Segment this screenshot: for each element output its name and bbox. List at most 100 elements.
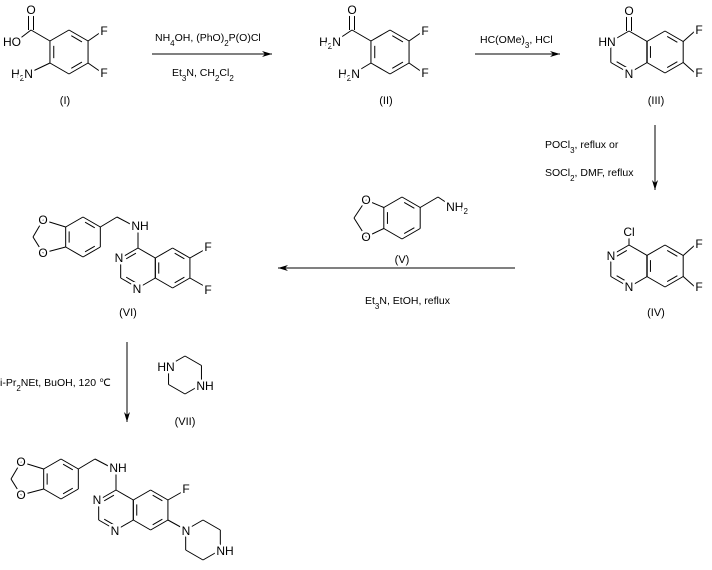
bond bbox=[664, 276, 684, 288]
atom-label: N bbox=[93, 493, 102, 507]
bond bbox=[20, 488, 44, 496]
bond bbox=[133, 519, 151, 531]
atom-label: F bbox=[204, 283, 211, 297]
bond bbox=[666, 250, 678, 257]
bond bbox=[100, 216, 118, 228]
compound-VI: O O NH N N F F bbox=[36, 211, 214, 300]
atom-label: N bbox=[607, 249, 616, 263]
atom-label: NH bbox=[196, 379, 213, 393]
bond bbox=[87, 62, 102, 73]
bond bbox=[43, 458, 62, 470]
bond bbox=[202, 549, 221, 561]
bond bbox=[78, 458, 96, 470]
atom-label: NH bbox=[216, 544, 233, 558]
bond bbox=[115, 489, 134, 501]
arrowhead-icon bbox=[550, 51, 560, 57]
compound-III: O HN N F F bbox=[596, 2, 705, 84]
atom-label: Cl bbox=[623, 225, 634, 239]
bond bbox=[389, 62, 410, 75]
bond-layer bbox=[10, 12, 696, 561]
bond bbox=[65, 246, 84, 258]
bond bbox=[20, 461, 44, 470]
atom-label: H2N bbox=[11, 67, 33, 83]
bond bbox=[116, 216, 137, 228]
bond bbox=[403, 202, 415, 209]
bond bbox=[125, 276, 137, 284]
bond bbox=[365, 228, 385, 238]
reagent-step3-line2: SOCl2, DMF, reflux bbox=[545, 167, 634, 183]
bond bbox=[646, 244, 666, 256]
bond bbox=[167, 491, 183, 501]
bond bbox=[184, 355, 202, 366]
bond bbox=[62, 463, 74, 471]
bond bbox=[628, 244, 648, 256]
atom-label: N bbox=[625, 280, 634, 294]
atom-label: F bbox=[182, 482, 189, 496]
bond bbox=[137, 277, 156, 289]
bond bbox=[628, 276, 648, 288]
bond bbox=[370, 62, 391, 75]
bond bbox=[189, 277, 205, 287]
bond bbox=[351, 29, 372, 42]
atom-label: NH2 bbox=[446, 200, 468, 216]
bond bbox=[666, 275, 678, 282]
compound-label-I: (I) bbox=[60, 95, 70, 107]
bond bbox=[666, 36, 678, 43]
bond bbox=[84, 221, 96, 229]
bond bbox=[610, 244, 630, 256]
bond bbox=[68, 29, 89, 42]
arrowhead-icon bbox=[262, 51, 272, 57]
bond bbox=[682, 62, 696, 74]
bond bbox=[628, 62, 648, 74]
bond bbox=[185, 519, 204, 531]
bond bbox=[43, 488, 62, 500]
bond bbox=[98, 489, 117, 501]
bond bbox=[49, 62, 70, 75]
reagent-step4-bottom: Et3N, EtOH, reflux bbox=[365, 295, 451, 311]
atom-label: HN bbox=[157, 360, 174, 374]
bond bbox=[174, 252, 185, 260]
atom-label: NH bbox=[131, 219, 148, 233]
atom-label: N bbox=[625, 67, 634, 81]
bond bbox=[49, 29, 70, 42]
bond bbox=[392, 35, 404, 43]
reagent-step1-top: NH4OH, (PhO)2P(O)Cl bbox=[155, 32, 261, 48]
bond bbox=[616, 250, 628, 257]
bond bbox=[353, 217, 367, 238]
compound-V: O O NH2 bbox=[359, 191, 471, 247]
bond bbox=[60, 488, 79, 500]
bond bbox=[168, 355, 186, 366]
bond bbox=[125, 252, 137, 260]
bond bbox=[610, 62, 630, 74]
atom-label: O bbox=[361, 230, 370, 244]
arrow-layer bbox=[124, 51, 658, 422]
bond bbox=[408, 31, 423, 42]
bond bbox=[167, 519, 187, 531]
bond bbox=[42, 246, 66, 254]
bond bbox=[646, 276, 666, 288]
atom-label: HN bbox=[598, 35, 615, 49]
bond bbox=[42, 219, 66, 228]
bond bbox=[682, 30, 696, 42]
bond bbox=[155, 277, 173, 289]
atom-label: NH bbox=[109, 461, 126, 475]
atom-label: F bbox=[421, 24, 428, 38]
bond bbox=[152, 494, 163, 502]
bond bbox=[189, 249, 205, 259]
bond bbox=[82, 216, 101, 228]
bond bbox=[383, 196, 403, 208]
bond bbox=[370, 29, 391, 42]
bond bbox=[60, 458, 79, 470]
bond bbox=[185, 549, 204, 561]
atom-label: O bbox=[38, 213, 47, 227]
bond bbox=[174, 276, 185, 284]
bond bbox=[32, 219, 44, 238]
bond bbox=[30, 62, 51, 73]
bond bbox=[408, 62, 423, 73]
bond bbox=[355, 62, 372, 73]
bond bbox=[401, 196, 421, 208]
bond bbox=[65, 216, 84, 228]
compound-product: O O NH N N F N NH bbox=[14, 453, 236, 561]
compound-label-VII: (VII) bbox=[175, 416, 196, 428]
